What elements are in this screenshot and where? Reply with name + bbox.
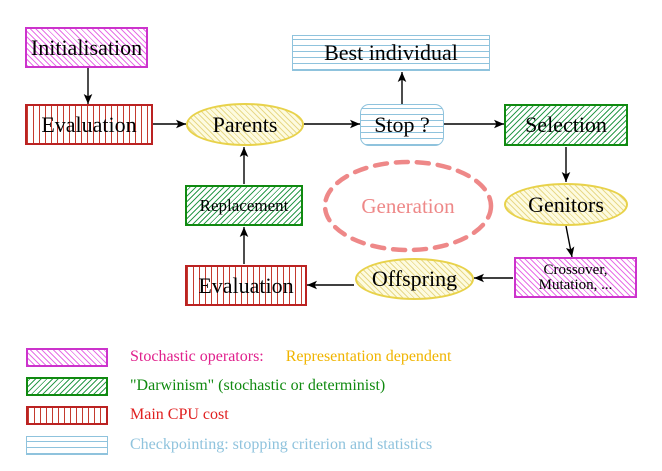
node-stop-label: Stop ? — [374, 112, 430, 137]
node-stop[interactable]: Stop ? — [360, 104, 444, 146]
node-parents-label: Parents — [212, 111, 278, 137]
node-best-individual-label: Best individual — [324, 40, 458, 65]
legend-row-stochastic: Stochastic operators: Representation dep… — [26, 344, 451, 370]
node-offspring-label: Offspring — [371, 266, 458, 291]
node-evaluation-top[interactable]: Evaluation — [25, 104, 153, 145]
node-selection[interactable]: Selection — [504, 104, 628, 146]
node-parents[interactable]: Parents — [186, 103, 304, 146]
legend-label-stochastic-operators: Stochastic operators: — [130, 348, 264, 365]
edge-genitors-to-crossover — [565, 225, 575, 258]
node-genitors-label: Genitors — [528, 191, 604, 217]
node-offspring[interactable]: Offspring — [355, 258, 474, 300]
node-evaluation-bottom[interactable]: Evaluation — [185, 265, 307, 306]
legend: Stochastic operators: Representation dep… — [0, 336, 662, 471]
node-crossover-mutation-line1: Crossover, — [543, 261, 608, 278]
legend-label-main-cpu-cost: Main CPU cost — [130, 406, 229, 423]
node-initialisation[interactable]: Initialisation — [25, 27, 148, 68]
node-best-individual[interactable]: Best individual — [292, 35, 490, 71]
legend-swatch-blue — [26, 435, 108, 455]
node-evaluation-bottom-label: Evaluation — [198, 272, 294, 298]
legend-swatch-magenta — [26, 347, 108, 367]
legend-label-checkpointing: Checkpointing: stopping criterion and st… — [130, 436, 433, 453]
node-crossover-mutation-line2: Mutation, ... — [538, 276, 613, 293]
node-replacement-label: Replacement — [199, 195, 289, 215]
legend-row-darwinism: "Darwinism" (stochastic or determinist) — [26, 373, 385, 399]
legend-row-cpu-cost: Main CPU cost — [26, 402, 229, 428]
legend-text-stochastic: Stochastic operators: Representation dep… — [130, 348, 451, 366]
legend-row-checkpointing: Checkpointing: stopping criterion and st… — [26, 432, 432, 458]
legend-label-representation-dependent: Representation dependent — [285, 348, 452, 365]
node-replacement[interactable]: Replacement — [185, 185, 303, 226]
node-evaluation-top-label: Evaluation — [41, 111, 137, 137]
generation-dashed-ellipse — [322, 159, 494, 253]
node-generation: Generation — [325, 186, 491, 226]
node-generation-label: Generation — [361, 193, 455, 218]
legend-swatch-green — [26, 376, 108, 396]
node-crossover-mutation[interactable]: Crossover, Mutation, ... — [514, 257, 637, 298]
node-initialisation-label: Initialisation — [30, 34, 143, 60]
legend-label-darwinism: "Darwinism" (stochastic or determinist) — [130, 377, 386, 394]
node-genitors[interactable]: Genitors — [504, 183, 628, 226]
node-selection-label: Selection — [525, 112, 607, 137]
legend-swatch-red — [26, 405, 108, 425]
